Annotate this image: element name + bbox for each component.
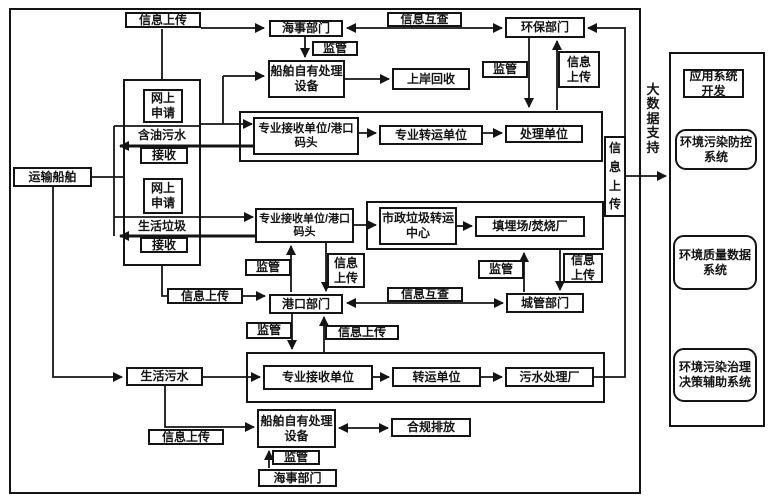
ship-request-group-box xyxy=(123,79,201,266)
info-upload-label-bottom: 信息上传 xyxy=(148,429,224,445)
professional-transfer-unit: 专业转运单位 xyxy=(379,125,483,145)
supervision-label-5: 监管 xyxy=(246,322,292,339)
info-upload-label-top: 信息上传 xyxy=(125,12,201,28)
application-system-development: 应用系统 开发 xyxy=(683,69,744,98)
processing-unit: 处理单位 xyxy=(505,125,583,143)
info-upload-label-urban: 信息 上传 xyxy=(563,253,603,283)
oily-water-label: 含油污水 xyxy=(137,127,186,142)
receive-label-1: 接收 xyxy=(140,147,188,164)
main-frame xyxy=(9,8,641,494)
domestic-garbage-label: 生活垃圾 xyxy=(137,218,186,233)
landfill-incineration-plant: 填埋场/焚烧厂 xyxy=(475,216,585,237)
domestic-sewage: 生活污水 xyxy=(126,367,203,386)
transport-ship: 运输船舶 xyxy=(13,167,92,187)
port-dept: 港口部门 xyxy=(269,294,343,314)
transfer-unit: 转运单位 xyxy=(392,367,481,387)
supervision-label-2: 监管 xyxy=(482,61,528,78)
environment-dept: 环保部门 xyxy=(505,17,585,38)
ship-own-equipment-top: 船舶自有处理 设备 xyxy=(268,60,345,98)
sewage-treatment-plant: 污水处理厂 xyxy=(505,367,594,387)
supervision-label-3: 监管 xyxy=(245,259,291,276)
supervision-label-4: 监管 xyxy=(478,260,524,279)
big-data-support-label: 大 数 据 支 持 xyxy=(646,81,660,155)
municipal-garbage-transfer-center: 市政垃圾转运 中心 xyxy=(379,207,457,245)
supervision-label-1: 监管 xyxy=(312,41,358,56)
maritime-dept-top: 海事部门 xyxy=(269,20,343,37)
maritime-dept-bottom: 海事部门 xyxy=(258,469,337,487)
system-pollution-prevention: 环境污染防控 系统 xyxy=(675,129,757,170)
info-crosscheck-label-bottom: 信息互查 xyxy=(387,287,463,302)
system-environment-quality-data: 环境质量数据 系统 xyxy=(673,235,757,290)
ship-own-equipment-bottom: 船舶自有处理 设备 xyxy=(257,409,336,448)
info-upload-label-env: 信息 上传 xyxy=(558,51,600,88)
info-crosscheck-label-top: 信息互查 xyxy=(387,12,462,27)
professional-receiving-port-2: 专业接收单位/港口 码头 xyxy=(255,208,354,243)
shore-recycling: 上岸回收 xyxy=(392,68,470,90)
supervision-label-6: 监管 xyxy=(272,450,320,465)
professional-receiving-port-1: 专业接收单位/港口 码头 xyxy=(253,117,359,155)
online-application-1: 网上 申请 xyxy=(143,89,183,123)
professional-receiving-unit: 专业接收单位 xyxy=(263,365,373,390)
info-upload-label-vertical: 信 息 上 传 xyxy=(604,136,626,217)
info-upload-label-from-chain3: 信息上传 xyxy=(325,325,399,340)
application-systems-panel xyxy=(669,52,765,427)
compliant-discharge: 合规排放 xyxy=(391,418,471,437)
urban-management-dept: 城管部门 xyxy=(506,293,584,313)
receive-label-2: 接收 xyxy=(140,237,188,253)
info-upload-label-to-port: 信息上传 xyxy=(167,288,243,304)
online-application-2: 网上 申请 xyxy=(143,178,183,214)
system-decision-support: 环境污染治理 决策辅助系统 xyxy=(673,348,757,402)
oily-water-chain-box xyxy=(239,111,603,162)
info-upload-label-port-in: 信息 上传 xyxy=(327,253,365,288)
